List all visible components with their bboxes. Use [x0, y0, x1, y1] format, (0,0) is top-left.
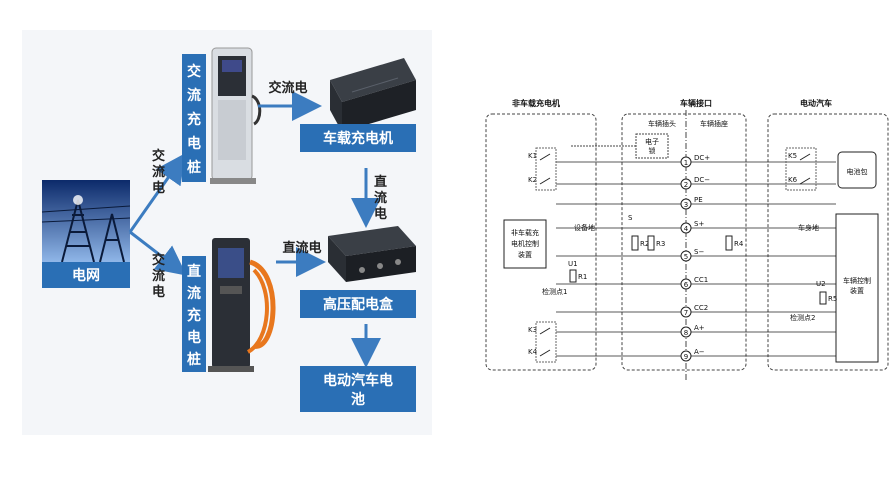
- k1-k2-switch-box: [535, 147, 557, 191]
- battery-label: 电动汽车电池: [323, 372, 393, 408]
- circuit-svg: 非车载充电机 车辆接口 电动汽车 车辆插头 车辆插座 电子锁 1 DC+ 2 DC− 3…: [485, 98, 889, 380]
- pin-circle-8: [680, 326, 692, 338]
- pin-label-3: PE: [694, 196, 703, 204]
- k3-k4-switch-box: [535, 321, 557, 363]
- pin-label-9: A−: [694, 348, 705, 356]
- section-ev-title: 电动汽车: [800, 98, 832, 108]
- switch-k6-label: K6: [788, 176, 798, 184]
- switch-k1-label: K1: [528, 152, 537, 160]
- hv-box-label-box: [300, 290, 416, 318]
- vehicle-controller-box: [835, 213, 879, 363]
- grid-label-box: [42, 262, 130, 288]
- check-point-2-label: 检测点2: [790, 313, 815, 322]
- pin-number-3: 3: [684, 201, 688, 209]
- pin-label-5: S−: [694, 248, 704, 256]
- switch-k3-label: K3: [528, 326, 537, 334]
- pin-label-8: A+: [694, 324, 705, 332]
- pin-number-7: 7: [684, 309, 688, 317]
- resistor-r5: [819, 291, 827, 305]
- resistor-r4-label: R4: [734, 240, 744, 248]
- switch-k4-label: K4: [528, 348, 538, 356]
- resistor-r5-label: R5: [828, 295, 837, 303]
- pin-number-5: 5: [684, 253, 688, 261]
- e-lock-label: 电子锁: [645, 137, 659, 155]
- pin-label-4: S+: [694, 220, 704, 228]
- charging-flow-diagram: 电网 交流电 交流电 交流充电桩 交流电 车载充电机 直流电 直流充电桩: [0, 0, 440, 488]
- offboard-controller-label: 非车载充电机控制装置: [511, 228, 539, 259]
- check-point-1-label: 检测点1: [542, 287, 567, 296]
- onboard-charger-image: [330, 58, 416, 132]
- power-grid-image: [41, 180, 131, 263]
- onboard-charger-label: 车载充电机: [323, 130, 393, 147]
- resistor-r1: [569, 269, 577, 283]
- device-ground-label: 设备地: [574, 223, 595, 232]
- pin-number-6: 6: [684, 281, 689, 289]
- switch-k2-label: K2: [528, 176, 537, 184]
- section-offboard-title: 非车载充电机: [512, 98, 560, 108]
- pin-label-7: CC2: [694, 304, 708, 312]
- pin-circle-9: [680, 350, 692, 362]
- pin-label-6: CC1: [694, 276, 708, 284]
- pin-rows: 1 DC+ 2 DC− 3 PE 4 S+ 5 S− 6 CC1 7 CC2 8 A+ 9 A−: [556, 154, 836, 362]
- charging-circuit-diagram: 非车载充电机 车辆接口 电动汽车 车辆插头 车辆插座 电子锁 1 DC+ 2 DC− 3…: [470, 80, 896, 380]
- vehicle-controller-label: 车辆控制装置: [843, 276, 871, 295]
- grid-label: 电网: [72, 267, 100, 284]
- body-ground-label: 车身地: [798, 223, 819, 232]
- ac-pile-label-box: [182, 54, 206, 182]
- pin-number-1: 1: [684, 159, 688, 167]
- pin-number-9: 9: [684, 353, 688, 361]
- resistor-r2-label: R2: [640, 240, 649, 248]
- resistor-r3-label: R3: [656, 240, 665, 248]
- onboard-charger-label-box: [300, 124, 416, 152]
- pin-circle-7: [680, 306, 692, 318]
- arrow-ac-label: 交流电: [152, 148, 165, 196]
- pin-label-2: DC−: [694, 176, 710, 184]
- e-lock-box: [635, 133, 669, 159]
- section-interface-title: 车辆接口: [680, 98, 712, 108]
- pin-number-2: 2: [684, 181, 688, 189]
- hv-box-label: 高压配电盒: [323, 296, 394, 313]
- switch-s-label: S: [628, 214, 633, 222]
- pin-number-4: 4: [684, 225, 689, 233]
- dc-charging-pile-image: [208, 238, 276, 372]
- k5-k6-switch-box: [785, 147, 817, 191]
- hv-distribution-box-image: [328, 226, 416, 282]
- pin-circle-1: [680, 156, 692, 168]
- pin-circle-4: [680, 222, 692, 234]
- arrow-grid-to-ac-pile: [128, 153, 186, 233]
- arrow-grid-to-dc-pile: [129, 230, 187, 276]
- socket-label: 车辆插座: [700, 119, 728, 128]
- arrow-dc-to-box-label: 直流电: [282, 240, 321, 256]
- pin-circle-3: [680, 198, 692, 210]
- pin-circle-5: [680, 250, 692, 262]
- arrow-charger-to-box-label: 直流电: [374, 174, 387, 222]
- voltage-u1-label: U1: [568, 260, 578, 268]
- pin-circle-6: [680, 278, 692, 290]
- offboard-controller-box: [503, 219, 547, 269]
- resistor-r4: [725, 235, 733, 251]
- switch-k5-label: K5: [788, 152, 797, 160]
- ac-charging-pile-image: [210, 47, 262, 184]
- arrow-ac-to-charger-label: 交流电: [268, 80, 307, 96]
- battery-pack-box: [837, 151, 877, 189]
- resistor-r1-label: R1: [578, 273, 587, 281]
- arrow-dc-label: 交流电: [152, 252, 165, 300]
- dc-pile-label-box: [182, 256, 206, 372]
- battery-pack-label: 电池包: [847, 167, 868, 176]
- pin-number-8: 8: [684, 329, 688, 337]
- voltage-u2-label: U2: [816, 280, 826, 288]
- resistor-r3: [647, 235, 655, 251]
- pin-circle-2: [680, 178, 692, 190]
- pin-label-1: DC+: [694, 154, 710, 162]
- interface-section-box: [621, 113, 747, 371]
- battery-label-box: [300, 366, 416, 412]
- charging-flow-svg: 电网 交流电 交流电 交流充电桩 交流电 车载充电机 直流电 直流充电桩: [22, 30, 432, 435]
- plug-label: 车辆插头: [648, 119, 676, 128]
- ac-pile-label: 交流充电桩: [187, 63, 201, 176]
- dc-pile-label: 直流充电桩: [187, 263, 201, 368]
- resistor-r2: [631, 235, 639, 251]
